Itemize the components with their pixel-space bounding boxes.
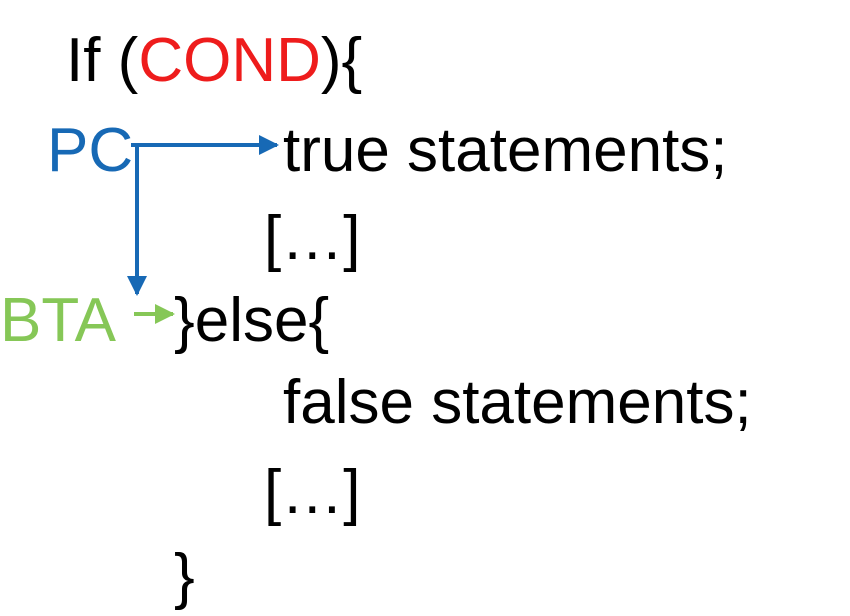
pc-label: PC bbox=[47, 116, 134, 185]
bta-label: BTA bbox=[0, 286, 116, 355]
else-line: }else{ bbox=[174, 286, 330, 355]
ellipsis-line-2: […] bbox=[264, 458, 361, 527]
condition-text: COND bbox=[138, 26, 321, 95]
true-statements-line: true statements; bbox=[283, 116, 728, 185]
ellipsis-line-1: […] bbox=[264, 204, 361, 273]
open-brace: ){ bbox=[320, 26, 363, 95]
if-keyword: If ( bbox=[66, 26, 139, 95]
if-line: If (COND){ bbox=[66, 30, 362, 92]
false-statements-line: false statements; bbox=[283, 368, 752, 437]
closing-brace-line: } bbox=[174, 542, 195, 611]
